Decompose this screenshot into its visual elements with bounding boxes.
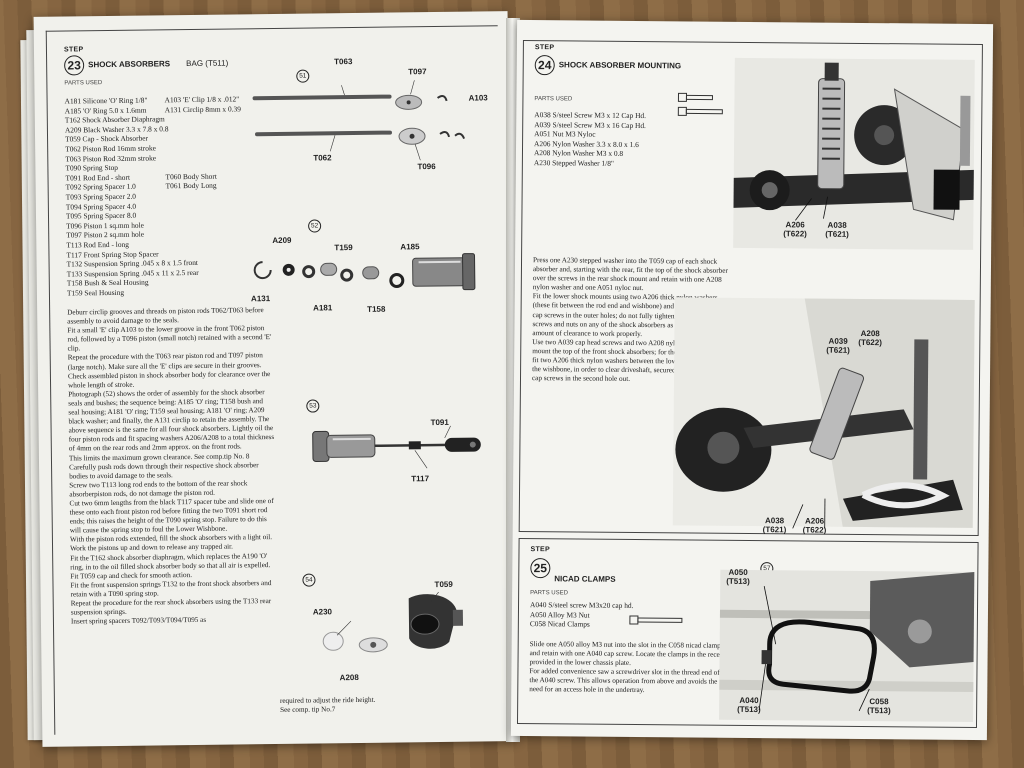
part-label: A038 (T621) [825,221,849,239]
bag-code: (T513) [737,704,761,715]
part-code: C058 [869,697,889,707]
instruction-paragraph: Slide one A050 alloy M3 nut into the slo… [529,640,726,668]
part-item: A040 S/steel screw M3x20 cap hd. [529,600,634,610]
instruction-paragraph: Photograph (52) shows the order of assem… [68,387,275,453]
piston-rods-illustration [252,80,466,161]
rear-shock-photo [733,57,975,250]
step-number: 23 [64,55,85,76]
step-label: STEP [63,46,84,54]
step-label: STEP [530,546,551,554]
bag-code: (T621) [825,229,849,239]
part-code: A039 [828,336,848,346]
left-page: STEP 23 SHOCK ABSORBERS BAG (T511) PARTS… [33,11,517,747]
parts-used-label: PARTS USED [64,80,103,87]
step-number: 24 [534,55,555,76]
bag-code: (T621) [762,525,787,535]
instructions-text: Slide one A050 alloy M3 nut into the slo… [529,640,725,696]
instruction-paragraph: Repeat the procedure with the T063 rear … [67,351,271,390]
part-name: T159 Seal Housing [66,287,125,298]
cap-and-washers-illustration [322,591,464,653]
part-code: A038 [827,220,847,230]
bag-code: (T621) [826,345,850,355]
part-label: A039 (T621) [826,337,850,355]
shock-body-illustration [312,425,481,469]
bag-code: (T513) [867,706,891,716]
screw-icon [677,92,723,116]
part-code: A208 [860,328,880,339]
part-label: C058 (T513) [867,697,891,715]
part-label: A050 (T513) [726,568,750,586]
bag-code: BAG (T511) [186,58,229,69]
instructions-continuation: required to adjust the ride height. See … [280,695,440,715]
part-code: A038 [764,516,785,526]
part-label: A206 (T622) [803,516,827,534]
instruction-paragraph: Cut two 6mm lengths from the black T117 … [69,496,274,535]
step-label: STEP [534,44,555,52]
bag-code: (T622) [858,337,882,348]
part-label: A208 (T622) [858,329,882,347]
parts-list: A181 Silicone 'O' Ring 1/8"A103 'E' Clip… [65,94,244,298]
part-label: T063 [334,57,353,67]
instruction-paragraph: Press one A230 stepped washer into the T… [532,256,728,293]
parts-used-label: PARTS USED [534,96,573,103]
front-shock-photo [672,297,975,529]
instruction-paragraph: For added convenience saw a screwdriver … [529,667,720,695]
part-label: A038 (T621) [763,516,787,534]
part-code: A040 [739,695,759,706]
part-label: A208 [339,672,359,683]
part-code: A206 [804,516,825,526]
instruction-paragraph: Fit the T162 shock absorber diaphragm, w… [70,551,271,581]
part-code: A206 [785,220,805,230]
part-name: A131 Circlip 8mm x 0.39 [164,103,241,114]
instruction-paragraph: Fit a small 'E' clip A103 to the lower g… [67,324,272,353]
parts-used-label: PARTS USED [530,590,568,597]
figure-number: 54 [302,573,316,587]
step-title: SHOCK ABSORBERS [88,59,171,70]
part-name: T060 Body Short [165,171,217,182]
part-item: A038 S/steel Screw M3 x 12 Cap Hd. [534,110,647,121]
part-name: A103 'E' Clip 1/8 x .012" [164,94,240,105]
cap-screw-icon [629,615,683,625]
parts-list: A040 S/steel screw M3x20 cap hd.A050 All… [530,600,634,630]
figure-number: 52 [308,219,322,233]
part-item: C058 Nicad Clamps [529,619,590,629]
bag-code: (T513) [726,576,750,586]
figure-number: 53 [306,399,320,413]
part-label: T117 [411,474,430,484]
bag-code: (T622) [783,229,807,239]
step-title: NICAD CLAMPS [554,574,616,584]
part-label: A040 (T513) [737,696,761,714]
bag-code: (T622) [802,525,827,535]
right-page: STEP 24 SHOCK ABSORBER MOUNTING PARTS US… [510,19,994,741]
continuation-line: See comp. tip No.7 [279,705,336,715]
part-label: A206 (T622) [783,220,807,238]
step-number: 25 [530,558,551,579]
seal-assembly-illustration [253,253,476,291]
part-name: T061 Body Long [165,181,217,191]
part-label: A209 [272,235,292,246]
nicad-clamp-photo [719,569,975,722]
parts-list: A038 S/steel Screw M3 x 12 Cap Hd.A039 S… [534,110,646,169]
part-code: A050 [728,567,748,577]
step-title: SHOCK ABSORBER MOUNTING [558,60,682,71]
instructions-text: Deburr circlip grooves and threads on pi… [67,306,277,627]
part-item: A230 Stepped Washer 1/8" [533,158,615,168]
